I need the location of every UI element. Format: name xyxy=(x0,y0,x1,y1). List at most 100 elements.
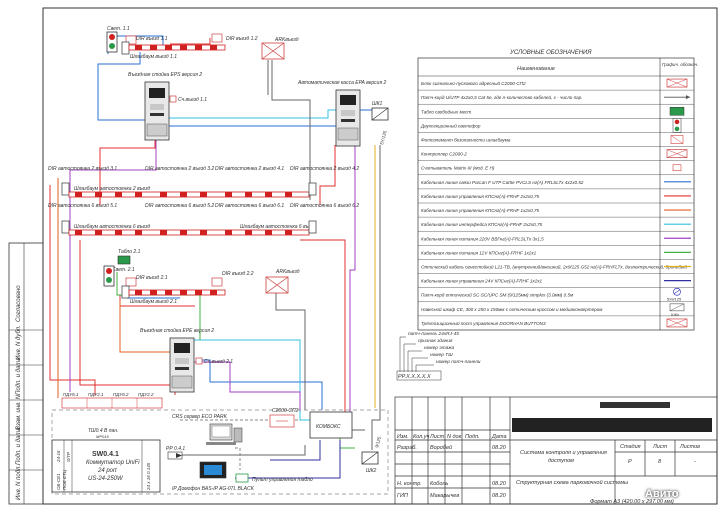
cable-grey-6 xyxy=(180,445,306,456)
pdu-label-1: ПДУ6.1 xyxy=(63,392,79,397)
stamp-sheets: - xyxy=(694,459,696,465)
cable-grey-2 xyxy=(271,60,311,200)
patch-panel xyxy=(167,451,183,460)
marking-scheme: патч-панель 24хRJ-45 признак здания номе… xyxy=(398,331,481,380)
entry-stand-epe xyxy=(169,337,195,393)
legend-rows: Блок сигнально-пускового адресный С2000-… xyxy=(418,78,694,328)
stamp-title-main-1: Система контроля и управления xyxy=(520,450,607,456)
legend-row-text: Патч-корд U/UTP 4x2x0,5 Cat 5e, где n-ко… xyxy=(421,94,583,100)
cable-navy-1 xyxy=(270,440,321,461)
legend-symbol-box xyxy=(666,318,688,328)
cable-blue-1 xyxy=(97,52,148,121)
legend-row-text: Считыватель Matrix-III (мод. Е Н) xyxy=(421,166,495,171)
label-ark-exit-2: ARKвъезд xyxy=(275,269,300,275)
legend-row: Кабельная линия связи ParLan F UTP Cat5e… xyxy=(418,174,694,185)
legend-row: Кабельная линия питания 220V ВВГнг(А)-FR… xyxy=(418,231,694,241)
cable-grey-3 xyxy=(275,293,306,410)
label-kombox: КОМБОКС xyxy=(316,424,341,430)
label-pp: РР 0.4.1 xyxy=(166,446,185,452)
legend-row-text: Кабельная линия интерфейса КПСнг(А)-FRHF… xyxy=(421,221,543,227)
label-dir-2-2: DIR въезд 2.2 xyxy=(222,271,254,277)
label-shk2: ШК2 xyxy=(366,468,377,474)
switch-name: SW0.4.1 xyxy=(92,451,119,458)
traffic-light-2-1 xyxy=(103,265,115,287)
c2000-sp2 xyxy=(269,414,295,428)
label-dir-4-1: DIR автостоянка 2 въезд 4.1 xyxy=(215,166,284,172)
legend-row-text: Кабельная линия управления 24V КПСнг(А)-… xyxy=(421,279,543,284)
legend-row: Контроллер С2000-2 xyxy=(418,146,694,158)
cable-red-2 xyxy=(99,140,156,205)
legend-row: Кабельная линия управления 24V КПСнг(А)-… xyxy=(418,273,694,284)
legend-symbol-box xyxy=(666,78,688,88)
shk1-cabinet xyxy=(371,107,389,121)
legend-col-sym: Графич. обознач. xyxy=(662,62,698,67)
legend-row-text: Кабельная линия питания 12V КПСнг(А)-FRH… xyxy=(421,250,537,255)
dir-box-2-1 xyxy=(125,277,137,287)
legend-row-text: Кабельная линия связи ParLan F UTP Cat5e… xyxy=(421,180,584,185)
auto-cash-epa xyxy=(335,89,361,147)
cable-violet-3 xyxy=(349,140,356,415)
legend-symbol-photo xyxy=(670,135,684,144)
shk2-cabinet xyxy=(361,451,379,465)
stamp-title-sub: Структурная схема парковочной системы xyxy=(516,479,628,486)
legend-row: Двухсекционный светофор xyxy=(418,118,694,133)
title-block xyxy=(394,396,718,505)
legend-table xyxy=(417,57,695,331)
stamp-format: Формат А3 (420.00 х 297.00 мм) xyxy=(590,499,674,505)
stamp-name-3: Коболь xyxy=(430,481,448,487)
legend-symbol-box xyxy=(666,149,688,158)
label-light-2-1: Свет. 2.1 xyxy=(112,267,135,273)
marking-code: PP.X.X.X.X.X xyxy=(398,374,431,380)
label-dir-5-1: DIR автостоянка 6 въезд 5.1 xyxy=(48,203,117,209)
marking-line-4: номер ТШ xyxy=(430,352,453,358)
stamp-name-1: Воробей xyxy=(430,444,452,451)
legend-row-text: Оптический кабель огнестойкий L21-TB, (в… xyxy=(421,264,687,270)
switch-side-2: ПОЕ ЕТЦ xyxy=(62,469,67,490)
switch-side-1: ОБ-СЕ1 xyxy=(56,473,61,490)
label-barrier-auto6b: Шлагбаум автостоянка 6 въезд xyxy=(240,224,317,230)
label-barrier-auto2: Шлагбаум автостоянка 2 въезд xyxy=(74,186,151,192)
stamp-sheet: 8 xyxy=(658,459,662,465)
barrier-auto-2 xyxy=(61,182,317,198)
stamp-sheet-label: Лист xyxy=(652,444,668,450)
cable-red-3 xyxy=(319,145,336,205)
cable-red-4 xyxy=(49,185,96,395)
strip-label-3: Взам. инв. N xyxy=(16,394,22,430)
legend-row: Считыватель Matrix-III (мод. Е Н) xyxy=(418,160,694,172)
label-barrier-auto6a: Шлагбаум автостоянка 6 въезд xyxy=(74,224,151,230)
stamp-date-4: 08.20 xyxy=(492,493,507,499)
legend-row-text: Кабельная линия управления КПСнг(А)-FRHF… xyxy=(421,208,539,213)
stamp-head-1: Изм. xyxy=(397,434,409,440)
legend-row-text: Навесной шкаф СЕ, 300 х 250 х 150мм с оп… xyxy=(421,306,603,312)
switch-ports: 24 port xyxy=(97,468,117,474)
redacted-header xyxy=(512,418,712,432)
legend-row: Кабельная линия управления КПСнг(А)-FRHF… xyxy=(418,188,694,199)
legend-symbol-optic: 5x9/125 xyxy=(667,287,682,302)
label-crs-server: CRS сервер ECO PARK xyxy=(172,414,228,420)
stamp-name-4: Макарычев xyxy=(430,493,459,499)
pdu-label-3: ПДУ6.2 xyxy=(113,392,129,397)
strip-label-5: Инв. N дубл. xyxy=(16,325,22,360)
legend-optic-tag: 5x9/125 xyxy=(667,297,682,302)
optic-tag-2: 9/125 xyxy=(374,436,382,449)
legend-row: Трёхпозиционный пост управления DOORHAN … xyxy=(418,315,694,328)
legend-shk-tag: ШКn xyxy=(671,312,679,317)
legend-row: Патч-корд U/UTP 4x2x0,5 Cat 5e, где n-ко… xyxy=(418,89,694,100)
label-dir-6-1: DIR автостоянка 6 въезд 6.1 xyxy=(215,203,284,209)
legend-row-text: Патч-корд оптический SC-SC/UPC SM (9/125… xyxy=(421,292,574,298)
stamp-role-3: Н. контр. xyxy=(397,481,422,487)
stamp-stage: Р xyxy=(628,459,632,465)
intercom-bas-ip xyxy=(199,461,227,479)
legend-row: Фотоэлемент безопасности шлагбаума xyxy=(418,132,694,144)
label-auto-cash: Автоматическая касса EPA версия 2 xyxy=(297,80,386,86)
stamp-role-1: Разраб. xyxy=(397,445,417,451)
switch-model: Коммутатор UniFi xyxy=(86,460,140,466)
label-dir-1-2: DIR въезд 1.2 xyxy=(226,36,258,42)
legend-symbol-reader xyxy=(672,164,682,172)
legend-row: Оптический кабель огнестойкий L21-TB, (в… xyxy=(418,259,694,270)
label-dir-1-1: DIR въезд 1.1 xyxy=(136,36,168,42)
legend-col-name: Наименование xyxy=(517,66,555,72)
switch-rack xyxy=(51,439,161,493)
legend-row: Кабельная линия интерфейса КПСнг(А)-FRHF… xyxy=(418,216,694,227)
strip-label-1: Инв. N подл. xyxy=(16,465,22,500)
